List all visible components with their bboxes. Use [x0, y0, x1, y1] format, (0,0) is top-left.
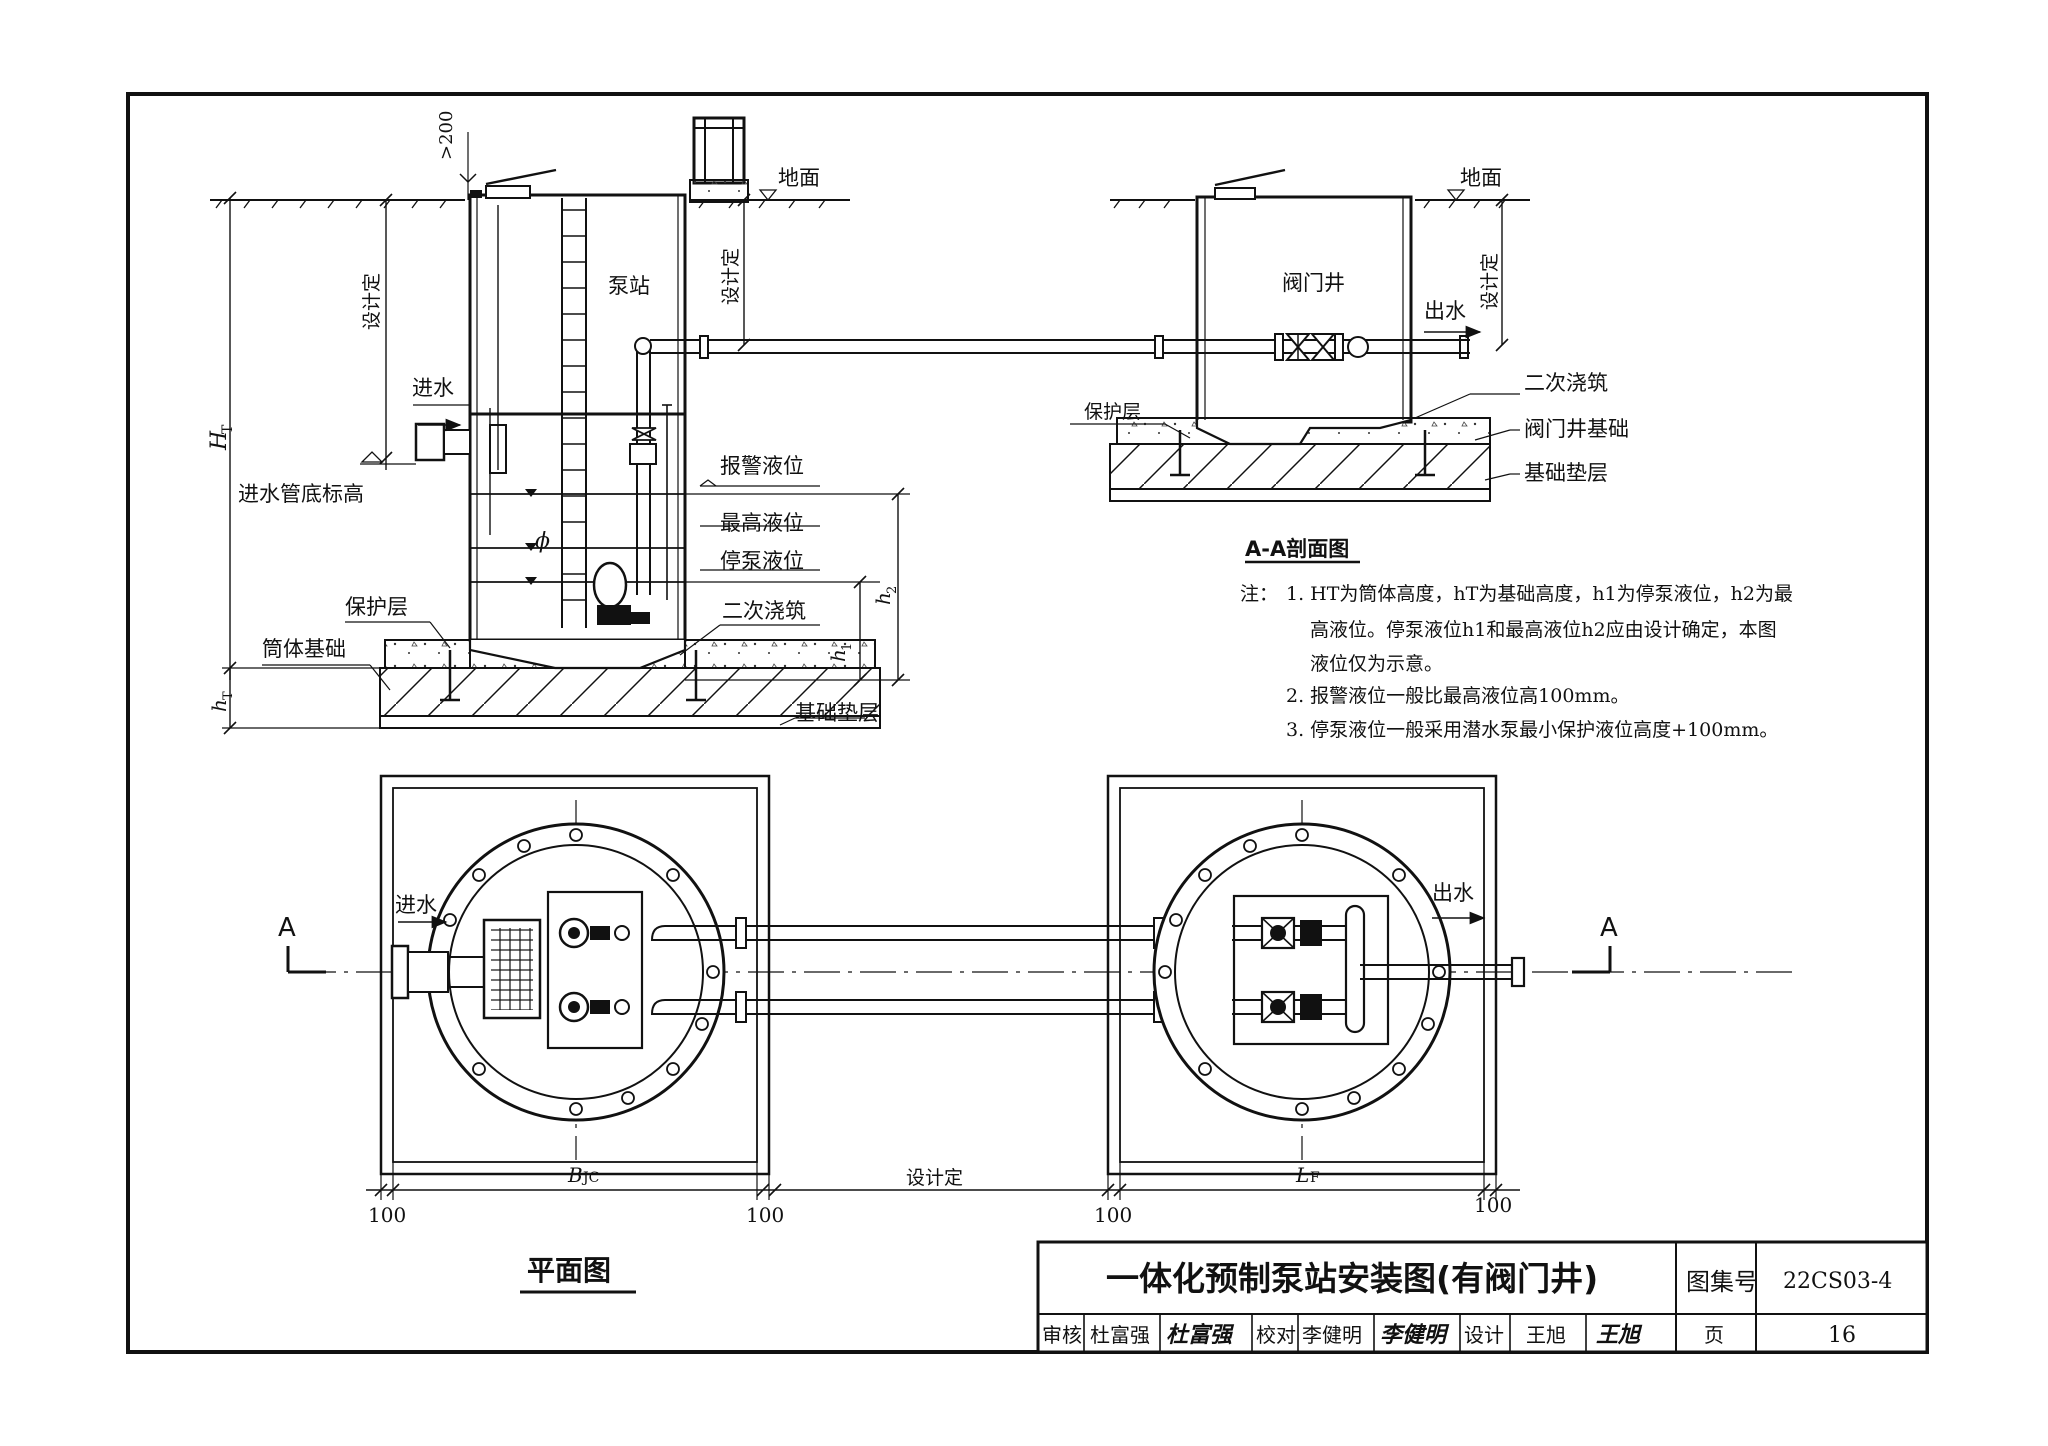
min-200-label: >200	[436, 111, 457, 160]
valve-outlet-label: 出水	[1424, 299, 1466, 323]
cylinder-foundation-label: 筒体基础	[262, 637, 346, 661]
h2-subscript: 2	[885, 586, 900, 594]
reviewer-name: 杜富强	[1090, 1323, 1150, 1347]
diameter-symbol: ϕ	[535, 529, 550, 554]
atlas-no-label: 图集号	[1686, 1268, 1758, 1296]
dim-100-c: 100	[1094, 1203, 1132, 1227]
plan-design-dim: 设计定	[906, 1167, 963, 1189]
page-number: 16	[1828, 1323, 1856, 1348]
notes-line-4: 2. 报警液位一般比最高液位高100mm。	[1286, 685, 1629, 707]
ground-label: 地面	[778, 166, 820, 190]
checker-signature: 李健明	[1380, 1322, 1450, 1348]
valve-well-label: 阀门井	[1282, 271, 1345, 295]
plan-labels: A A 进水 出水 B JC 设计定 L F 100 100 100 100 平…	[278, 881, 1618, 1294]
drawing-title: 一体化预制泵站安装图(有阀门井)	[1106, 1259, 1598, 1298]
notes-prefix: 注：	[1240, 583, 1278, 605]
page-label: 页	[1704, 1323, 1724, 1347]
plan-outlet-label: 出水	[1432, 881, 1474, 905]
dim-100-d: 100	[1474, 1193, 1512, 1217]
section-aa-title: A-A剖面图	[1245, 537, 1349, 561]
bjc-subscript: JC	[581, 1170, 599, 1186]
hT-symbol: h	[207, 699, 231, 712]
hT-subscript: T	[221, 691, 236, 700]
dim-100-b: 100	[746, 1203, 784, 1227]
notes-line-3: 液位仅为示意。	[1310, 653, 1443, 675]
bjc-symbol: B	[567, 1163, 583, 1187]
section-mark-right: A	[1600, 913, 1618, 943]
notes-line-5: 3. 停泵液位一般采用潜水泵最小保护液位高度+100mm。	[1286, 719, 1778, 741]
reviewer-signature: 杜富强	[1166, 1322, 1235, 1348]
design-label: 设计	[1464, 1323, 1504, 1347]
valve-secondary-pour: 二次浇筑	[1524, 371, 1608, 395]
inlet-invert-label: 进水管底标高	[238, 482, 364, 506]
valve-well-section	[1070, 168, 1530, 502]
h2-symbol: h	[871, 592, 895, 605]
atlas-no: 22CS03-4	[1783, 1269, 1892, 1294]
pump-section-labels: 泵站 设计定 设计定 >200 地面 进水 进水管底标高 H T h T 报警液…	[207, 111, 900, 725]
notes-line-1: 1. HT为筒体高度，hT为基础高度，h1为停泵液位，h2为最	[1286, 583, 1793, 605]
max-level-label: 最高液位	[720, 511, 804, 535]
design-dim-right: 设计定	[720, 248, 742, 305]
valve-protective-layer: 保护层	[1084, 401, 1141, 423]
notes-block: 注： 1. HT为筒体高度，hT为基础高度，h1为停泵液位，h2为最 高液位。停…	[1240, 583, 1793, 741]
section-mark-left: A	[278, 913, 296, 943]
valve-design-dim: 设计定	[1479, 253, 1501, 310]
valve-well-foundation: 阀门井基础	[1524, 417, 1629, 441]
alarm-level-label: 报警液位	[720, 454, 804, 478]
title-block: 一体化预制泵站安装图(有阀门井) 图集号 22CS03-4 审核 杜富强 杜富强…	[1036, 1240, 1929, 1354]
valve-section-labels: 阀门井 地面 设计定 出水 保护层 二次浇筑 阀门井基础 基础垫层 A-A剖面图	[1084, 166, 1629, 564]
notes-line-2: 高液位。停泵液位h1和最高液位h2应由设计确定，本图	[1310, 619, 1777, 641]
lf-symbol: L	[1295, 1163, 1309, 1187]
inlet-label: 进水	[412, 376, 454, 400]
plan-inlet-label: 进水	[395, 893, 437, 917]
valve-ground-label: 地面	[1460, 166, 1502, 190]
HT-subscript: T	[220, 424, 236, 434]
drawing-frame	[126, 92, 1929, 1354]
review-label: 审核	[1042, 1323, 1082, 1347]
protective-layer-label: 保护层	[345, 595, 408, 619]
plan-view	[286, 774, 1800, 1200]
HT-symbol: H	[207, 430, 232, 451]
valve-foundation-cushion: 基础垫层	[1524, 461, 1608, 485]
design-dim-left: 设计定	[361, 273, 383, 330]
secondary-pour-label: 二次浇筑	[722, 599, 806, 623]
h1-subscript: 1	[840, 643, 855, 651]
lf-subscript: F	[1310, 1170, 1320, 1186]
check-label: 校对	[1256, 1323, 1296, 1347]
stop-level-label: 停泵液位	[720, 549, 804, 573]
plan-view-title: 平面图	[527, 1254, 611, 1287]
dim-100-a: 100	[368, 1203, 406, 1227]
pump-station-section	[210, 116, 1469, 735]
checker-name: 李健明	[1302, 1323, 1362, 1347]
foundation-cushion-label: 基础垫层	[795, 701, 879, 725]
h1-symbol: h	[826, 649, 850, 662]
pump-station-label: 泵站	[608, 274, 650, 298]
designer-signature: 王旭	[1596, 1322, 1643, 1348]
designer-name: 王旭	[1526, 1323, 1566, 1347]
